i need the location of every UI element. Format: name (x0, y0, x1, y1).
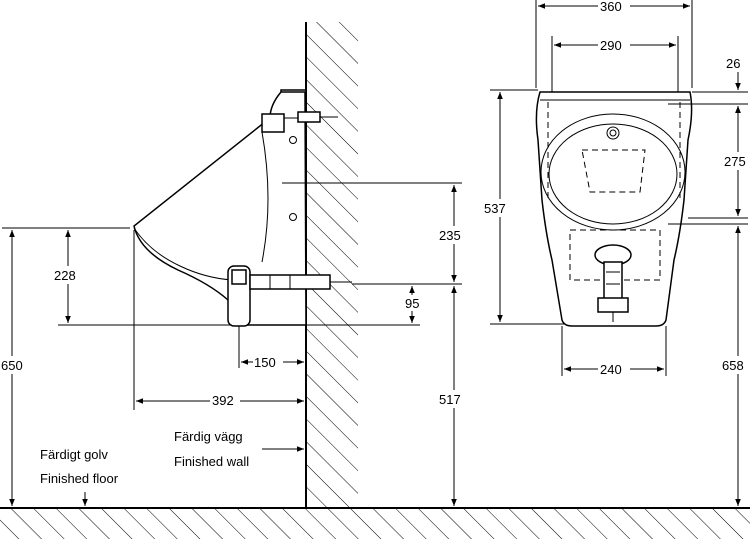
dim-650: 650 (1, 358, 23, 373)
side-view-labels: Färdigt golv Finished floor Färdig vägg … (40, 429, 304, 506)
dim-290: 290 (600, 38, 622, 53)
urinal-side-view (133, 89, 352, 336)
side-view-dimensions: 650 228 392 150 235 95 517 (0, 182, 470, 506)
label-finished-wall-en: Finished wall (174, 454, 249, 469)
finished-floor (0, 507, 750, 539)
label-finished-wall-sv: Färdig vägg (174, 429, 243, 444)
dim-235: 235 (439, 228, 461, 243)
dim-275: 275 (724, 154, 746, 169)
dim-360: 360 (600, 0, 622, 14)
dim-537: 537 (484, 201, 506, 216)
label-finished-floor-en: Finished floor (40, 471, 119, 486)
dim-240: 240 (600, 362, 622, 377)
dim-658: 658 (722, 358, 744, 373)
urinal-front-view (535, 91, 693, 327)
dim-95: 95 (405, 296, 419, 311)
front-view-dimensions: 360 290 26 275 537 240 658 (482, 0, 750, 506)
dim-228: 228 (54, 268, 76, 283)
label-finished-floor-sv: Färdigt golv (40, 447, 108, 462)
dim-517: 517 (439, 392, 461, 407)
finished-wall (305, 22, 358, 508)
dim-150: 150 (254, 355, 276, 370)
dim-392: 392 (212, 393, 234, 408)
dim-26: 26 (726, 56, 740, 71)
